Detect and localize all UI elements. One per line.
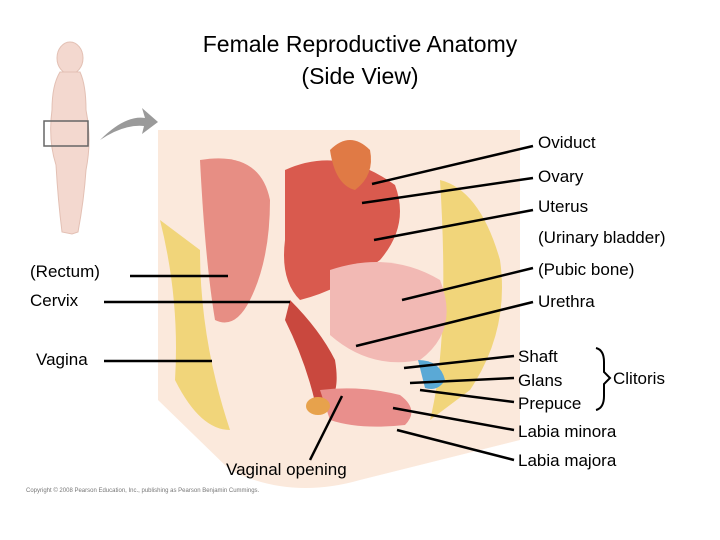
label-prepuce: Prepuce — [518, 394, 582, 413]
label-uterus: Uterus — [538, 197, 589, 216]
label-pubic-bone: (Pubic bone) — [538, 260, 635, 279]
label-clitoris: Clitoris — [613, 369, 665, 388]
copyright-text: Copyright © 2008 Pearson Education, Inc.… — [26, 488, 260, 494]
label-vagina: Vagina — [36, 350, 88, 369]
body-silhouette-icon — [50, 41, 90, 235]
label-oviduct: Oviduct — [538, 133, 596, 152]
region-indicator-box — [43, 120, 89, 147]
label-ovary: Ovary — [538, 167, 584, 186]
label-vaginal-opening: Vaginal opening — [226, 460, 347, 479]
vagina-shape — [285, 300, 337, 402]
label-labia-majora: Labia majora — [518, 451, 617, 470]
label-cervix: Cervix — [30, 291, 79, 310]
label-shaft: Shaft — [518, 347, 558, 366]
labia-shape — [320, 388, 412, 427]
leader-oviduct — [371, 144, 534, 186]
figure-title: Female Reproductive Anatomy — [202, 31, 518, 57]
ovary-oviduct-shape — [330, 140, 371, 190]
rectum-shape — [200, 158, 270, 323]
figure-subtitle: (Side View) — [301, 63, 419, 89]
pointer-arrow-icon — [100, 108, 158, 140]
anus-shape — [306, 397, 330, 415]
pelvic-cross-section — [158, 130, 520, 488]
label-labia-minora: Labia minora — [518, 422, 617, 441]
bladder-shape — [330, 262, 447, 363]
label-urethra: Urethra — [538, 292, 595, 311]
label-glans: Glans — [518, 371, 563, 390]
label-rectum: (Rectum) — [30, 262, 100, 281]
label-urinary-bladder: (Urinary bladder) — [538, 228, 666, 247]
clitoris-bracket — [595, 347, 612, 411]
leader-lines — [104, 144, 534, 462]
